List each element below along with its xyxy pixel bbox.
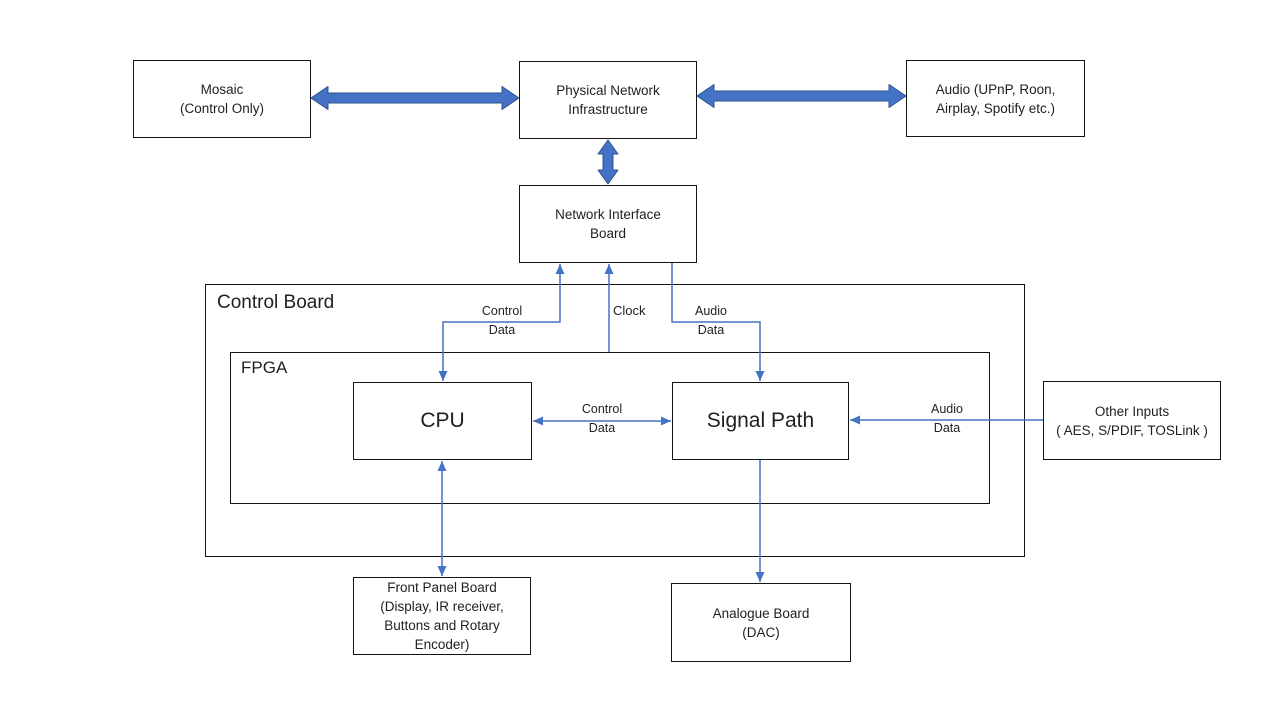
other-inputs-box: Other Inputs ( AES, S/PDIF, TOSLink ) xyxy=(1043,381,1221,460)
signal-path-box-label: Signal Path xyxy=(706,409,815,432)
analogue-board-label: Analogue Board (DAC) xyxy=(712,605,810,640)
fpga-label: FPGA xyxy=(241,358,288,377)
control-data-mid-label: Control Data xyxy=(581,402,623,435)
audio-data-right-label: Audio Data xyxy=(931,402,963,435)
network-nib-thick-arrow xyxy=(597,139,619,185)
mosaic-network-thick-arrow xyxy=(310,86,520,110)
control-board-label: Control Board xyxy=(217,292,335,313)
physical-network-box: Physical Network Infrastructure xyxy=(519,61,697,139)
front-panel-board-label: Front Panel Board (Display, IR receiver,… xyxy=(380,580,504,652)
analogue-board-box: Analogue Board (DAC) xyxy=(671,583,851,662)
clock-label: Clock xyxy=(613,303,646,318)
mosaic-box: Mosaic (Control Only) xyxy=(133,60,311,138)
audio-sources-box: Audio (UPnP, Roon, Airplay, Spotify etc.… xyxy=(906,60,1085,137)
physical-network-box-label: Physical Network Infrastructure xyxy=(556,83,660,117)
audio-data-top-label: Audio Data xyxy=(695,304,727,337)
network-interface-board-label: Network Interface Board xyxy=(555,207,661,241)
audio-sources-box-label: Audio (UPnP, Roon, Airplay, Spotify etc.… xyxy=(935,81,1056,116)
front-panel-board-box: Front Panel Board (Display, IR receiver,… xyxy=(353,577,531,655)
other-inputs-box-label: Other Inputs ( AES, S/PDIF, TOSLink ) xyxy=(1056,403,1208,438)
network-interface-board-box: Network Interface Board xyxy=(519,185,697,263)
signal-path-box: Signal Path xyxy=(672,382,849,460)
cpu-box: CPU xyxy=(353,382,532,460)
control-data-top-label: Control Data xyxy=(481,304,523,337)
audio-network-thick-arrow xyxy=(696,84,907,108)
cpu-box-label: CPU xyxy=(420,409,465,432)
mosaic-box-label: Mosaic (Control Only) xyxy=(179,82,265,116)
